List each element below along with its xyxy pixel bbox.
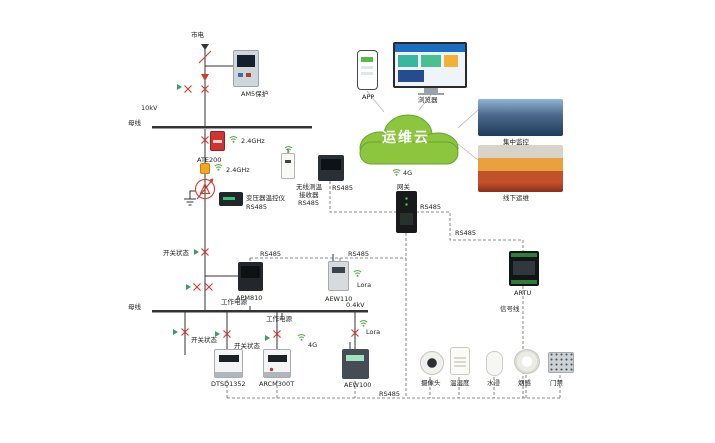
camera-device xyxy=(420,351,444,375)
label-camera: 摄像头 xyxy=(421,379,441,387)
label-ghz-receiver: 2.4GHz xyxy=(226,166,250,174)
label-hv-meter-rs485: RS485 xyxy=(332,184,354,192)
label-gateway: 网关 xyxy=(397,183,410,191)
artu-unit xyxy=(509,251,539,286)
label-voltage-lv: 0.4kV xyxy=(346,301,365,309)
door-access-device xyxy=(548,352,574,373)
label-signal-line: 信号线 xyxy=(500,305,520,313)
label-arcm300t: ARCM300T xyxy=(259,380,295,388)
wireless-temp-receiver xyxy=(281,153,295,179)
label-voltage-hv: 10kV xyxy=(141,104,158,112)
central-monitoring-photo xyxy=(478,99,563,136)
label-txctrl-rs485: RS485 xyxy=(246,203,268,211)
label-switch-status-a: 开关状态 xyxy=(191,336,217,344)
transformer-symbol xyxy=(194,178,216,200)
label-browser: 浏览器 xyxy=(418,96,438,104)
label-rs485-apm: RS485 xyxy=(260,250,282,258)
field-ops-photo xyxy=(478,145,563,192)
water-leak-sensor xyxy=(486,351,503,376)
label-working-power-a: 工作电源 xyxy=(221,298,247,306)
label-apm810: APM810 xyxy=(236,294,263,302)
label-busbar-hv: 母线 xyxy=(128,119,141,127)
label-rs485-b: RS485 xyxy=(455,229,477,237)
label-ate200: ATE200 xyxy=(197,156,222,164)
protection-relay-device xyxy=(233,50,259,87)
cloud-icon xyxy=(359,114,459,165)
gateway-device xyxy=(396,191,417,233)
label-switch-status-hv: 开关状态 xyxy=(163,249,189,257)
label-water: 水浸 xyxy=(487,379,500,387)
label-protection: AM5保护 xyxy=(241,90,269,98)
wifi-icon xyxy=(229,136,238,144)
label-door: 门禁 xyxy=(550,379,563,387)
label-rs485-a: RS485 xyxy=(420,203,442,211)
app-phone xyxy=(357,50,378,90)
label-gateway-4g: 4G xyxy=(403,169,413,177)
wifi-icon xyxy=(284,146,293,154)
ate200-wireless-temp-sensor xyxy=(210,131,225,151)
wifi-icon xyxy=(359,320,368,328)
label-aew100: AEW100 xyxy=(344,381,372,389)
monitor-base xyxy=(418,93,444,95)
label-receiver-l3: RS485 xyxy=(298,199,320,207)
label-ghz-sensor: 2.4GHz xyxy=(241,137,265,145)
label-working-power-b: 工作电源 xyxy=(266,315,292,323)
label-switch-status-b: 开关状态 xyxy=(234,342,260,350)
busbar-temp-sensor xyxy=(200,163,210,174)
label-central-monitoring: 集中监控 xyxy=(503,138,529,146)
hv-panel-meter xyxy=(318,155,344,181)
label-aew110: AEW110 xyxy=(325,295,353,303)
temp-humidity-sensor xyxy=(450,347,470,375)
transformer-temp-controller xyxy=(219,192,243,206)
label-lora-bottom: Lora xyxy=(366,328,381,336)
aew100-meter xyxy=(342,349,369,379)
monitor-stand xyxy=(424,88,438,93)
label-rs485-aew: RS485 xyxy=(348,250,370,258)
label-receiver-l2: 接收器 xyxy=(299,191,319,199)
wifi-icon xyxy=(392,169,401,177)
arcm300t-detector xyxy=(263,349,291,378)
label-txctrl: 变压器温控仪 xyxy=(246,194,285,202)
apm810-meter xyxy=(238,262,263,291)
label-4g-bottom: 4G xyxy=(308,341,318,349)
cloud-label: 运维云 xyxy=(382,130,430,146)
dtsd1352-meter xyxy=(214,349,243,378)
ops-cloud xyxy=(346,108,466,170)
label-receiver-l1: 无线测温 xyxy=(296,183,322,191)
smoke-detector xyxy=(514,349,540,374)
label-app: APP xyxy=(362,93,375,101)
label-temp-humidity: 温湿度 xyxy=(450,379,470,387)
label-lora-mid: Lora xyxy=(357,281,372,289)
label-busbar-lv: 母线 xyxy=(128,303,141,311)
wifi-icon xyxy=(214,164,223,172)
label-mains: 市电 xyxy=(191,31,204,39)
aew110-converter xyxy=(328,261,349,291)
browser-monitor xyxy=(393,42,467,88)
label-artu: ARTU xyxy=(514,289,532,297)
label-dtsd1352: DTSD1352 xyxy=(211,380,246,388)
wifi-icon xyxy=(353,270,362,278)
label-rs485-bottom: RS485 xyxy=(379,390,401,398)
wifi-icon xyxy=(297,334,306,342)
label-field-ops: 线下运维 xyxy=(503,194,529,202)
label-smoke: 烟感 xyxy=(518,379,531,387)
